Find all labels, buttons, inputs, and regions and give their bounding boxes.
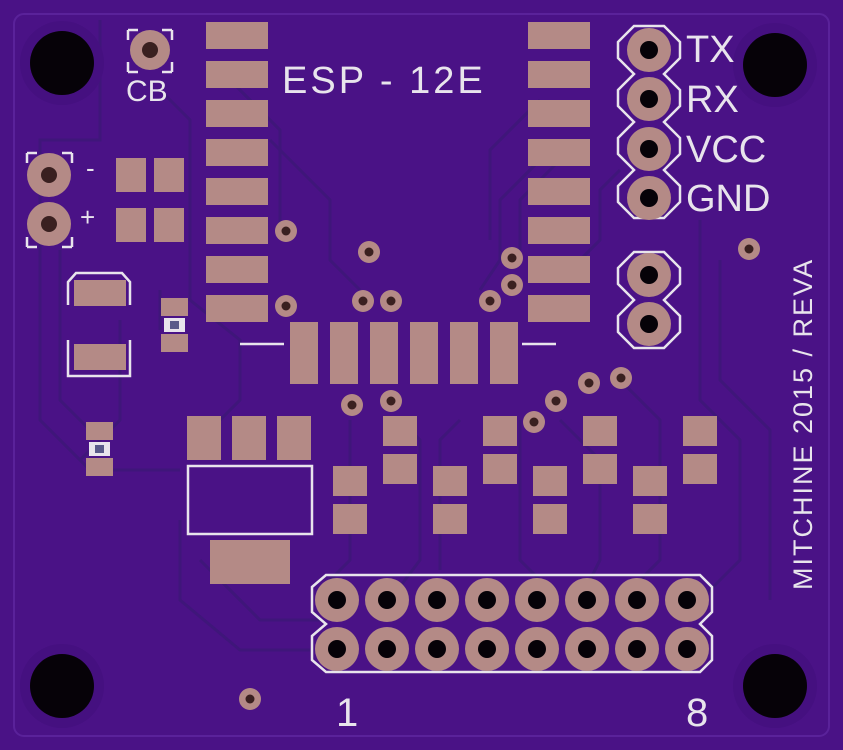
header-pin-hole xyxy=(628,640,646,658)
header-pin-hole xyxy=(478,640,496,658)
header-pin-hole xyxy=(628,591,646,609)
module-label: ESP - 12E xyxy=(282,60,486,102)
header-pin-hole xyxy=(478,591,496,609)
header-pin-hole xyxy=(578,640,596,658)
header-pin-hole xyxy=(528,640,546,658)
tx-label: TX xyxy=(686,29,735,71)
minus-label: - xyxy=(86,153,95,183)
header-pin-hole xyxy=(528,591,546,609)
led-2 xyxy=(86,422,113,476)
header-pin-hole xyxy=(678,591,696,609)
gnd-label: GND xyxy=(686,178,770,220)
plus-label: + xyxy=(80,202,95,232)
jumper-header xyxy=(616,250,682,350)
power-header xyxy=(25,151,74,249)
header-pin-hole xyxy=(328,640,346,658)
header-pin-hole xyxy=(428,591,446,609)
resistor-pairs xyxy=(333,416,717,534)
capacitor-footprint xyxy=(66,271,132,378)
mounting-holes xyxy=(20,21,817,728)
esp12e-left-pads xyxy=(206,22,268,322)
board-outline xyxy=(13,13,830,737)
header-pin-hole xyxy=(578,591,596,609)
header-pin-hole xyxy=(428,640,446,658)
vcc-label: VCC xyxy=(686,129,766,171)
voltage-regulator xyxy=(186,416,314,584)
esp12e-bottom-pads xyxy=(240,322,556,384)
esp12e-right-pads xyxy=(528,22,590,322)
cb-label: CB xyxy=(126,75,168,108)
pin-first-label: 1 xyxy=(336,691,358,735)
pin-last-label: 8 xyxy=(686,691,708,735)
smd-quad xyxy=(116,158,184,242)
header-pin-hole xyxy=(328,591,346,609)
rx-label: RX xyxy=(686,79,739,121)
header-pin-hole xyxy=(678,640,696,658)
led-1 xyxy=(161,298,188,352)
credit-label: MITCHINE 2015 / REVA xyxy=(788,258,818,590)
gpio-header-2x8 xyxy=(310,573,714,674)
cb-connector xyxy=(126,28,174,74)
vias xyxy=(239,220,760,710)
serial-header xyxy=(616,24,682,220)
header-pin-hole xyxy=(378,591,396,609)
header-pin-hole xyxy=(378,640,396,658)
